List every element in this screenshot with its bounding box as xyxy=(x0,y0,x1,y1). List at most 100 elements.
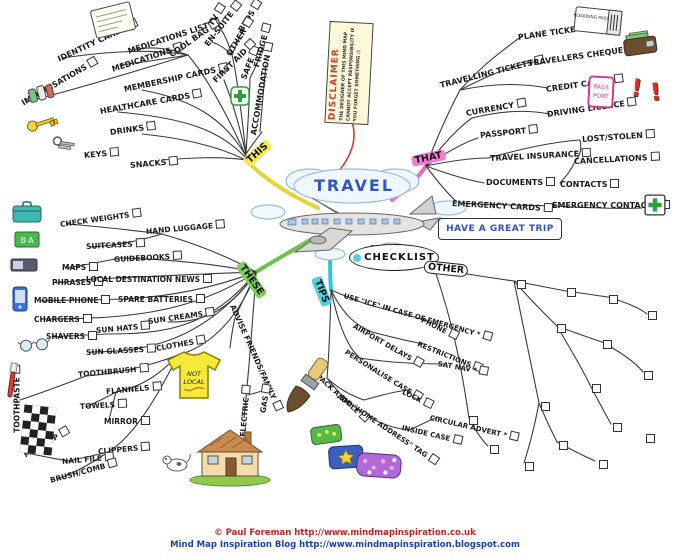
checkbox-icon xyxy=(168,155,179,166)
checkbox-icon xyxy=(146,120,157,131)
item-label: MIRROR xyxy=(104,417,138,426)
case-polka-icon xyxy=(355,448,403,479)
central-topic: TRAVEL xyxy=(313,176,395,195)
item-label: DOCUMENTS xyxy=(486,178,544,187)
mindmap-item-these: MAPS xyxy=(62,262,99,272)
keys-icon xyxy=(49,134,79,156)
checkbox-icon xyxy=(192,88,203,99)
item-label: MOBILE PHONE xyxy=(34,296,99,305)
copyright-line: © Paul Foreman http://www.mindmapinspira… xyxy=(214,528,476,538)
mindmap-item-these: LOCAL DESTINATION NEWS xyxy=(86,274,212,284)
passport-text-line1: PASS xyxy=(594,84,609,92)
emergency-cross-icon xyxy=(644,194,666,216)
mindmap-item-these: SPARE BATTERIES xyxy=(118,294,206,304)
checkbox-icon xyxy=(117,398,128,409)
checkbox-icon xyxy=(557,324,566,333)
glasses-icon xyxy=(17,337,50,353)
disclaimer-note: DISCLAIMER THE DESIGNER OF THIS MIND MAP… xyxy=(324,20,374,126)
checkbox-icon xyxy=(195,334,207,345)
toothbrush-icon xyxy=(4,361,21,398)
item-label: MAPS xyxy=(62,263,87,272)
case-star-icon xyxy=(327,442,365,470)
mindmap-item-these: PHRASES xyxy=(52,277,104,287)
blog-credit-line: Mind Map Inspiration Blog http://www.min… xyxy=(170,540,520,550)
checkbox-icon xyxy=(528,123,539,134)
checkbox-icon xyxy=(240,384,251,395)
key-icon xyxy=(25,111,60,134)
checkbox-icon xyxy=(613,423,622,432)
checkbox-icon xyxy=(140,441,151,452)
dog-icon xyxy=(162,452,192,474)
item-label: EMERGENCY CONTACTS xyxy=(552,201,658,210)
checkbox-icon xyxy=(138,362,149,373)
checkbox-icon xyxy=(101,295,111,304)
checkbox-icon xyxy=(644,371,653,380)
item-label: CONTACTS xyxy=(560,180,608,189)
exclamation-icon: ! xyxy=(648,77,663,107)
checkbox-icon xyxy=(613,73,624,84)
checkbox-icon xyxy=(515,97,527,108)
item-label: SPARE BATTERIES xyxy=(118,295,194,304)
checkbox-icon xyxy=(546,177,556,186)
checkbox-icon xyxy=(131,207,142,218)
checklist-label: CHECKLIST xyxy=(364,252,435,263)
checkbox-icon xyxy=(541,402,550,411)
checkbox-icon xyxy=(490,445,499,454)
great-trip-banner: HAVE A GREAT TRIP xyxy=(438,218,562,240)
checkbox-icon xyxy=(559,441,568,450)
paintbrush-icon xyxy=(280,357,334,416)
checkbox-icon xyxy=(203,274,212,283)
checkbox-icon xyxy=(262,41,274,53)
checkbox-icon xyxy=(610,179,620,188)
mindmap-item-these: CHARGERS xyxy=(34,314,92,324)
item-label: LOCAL DESTINATION NEWS xyxy=(86,275,200,284)
mindmap-item-that: CONTACTS xyxy=(560,179,620,189)
disclaimer-body: THE DESIGNER OF THIS MIND MAP CANNOT ACC… xyxy=(339,27,362,122)
checkbox-icon xyxy=(106,457,118,469)
checkbox-icon xyxy=(599,460,608,469)
wallet-icon xyxy=(621,30,660,59)
mobile-phone-icon xyxy=(12,286,28,312)
checkbox-icon xyxy=(215,219,226,229)
checkbox-icon xyxy=(109,146,120,157)
phrasebook-label: B·A xyxy=(20,236,34,245)
boarding-pass-icon: BOARDING PASS xyxy=(573,6,623,37)
disclaimer-string xyxy=(337,121,355,173)
checkbox-icon xyxy=(650,151,660,161)
guidebook-icon xyxy=(10,257,38,273)
checkbox-icon xyxy=(88,331,98,340)
mindmap-item-that: DOCUMENTS xyxy=(486,177,556,187)
checkered-towel-icon xyxy=(19,404,57,456)
checkbox-icon xyxy=(89,262,99,271)
checkbox-icon xyxy=(135,237,145,248)
checkbox-icon xyxy=(648,311,657,320)
item-label: SHAVERS xyxy=(46,332,86,341)
checkbox-icon xyxy=(172,250,183,260)
checkbox-icon xyxy=(479,365,490,376)
notepad-icon xyxy=(89,0,137,39)
cyan-scribble-icon xyxy=(353,253,362,262)
phrasebook-icon: B·A xyxy=(14,231,40,248)
checkbox-icon xyxy=(646,434,655,443)
checkbox-icon xyxy=(525,462,534,471)
checkbox-icon xyxy=(82,314,92,323)
checkbox-icon xyxy=(592,384,601,393)
vials-icon xyxy=(26,81,56,105)
airplane-icon xyxy=(279,195,442,253)
checkbox-icon xyxy=(603,340,612,349)
checkbox-icon xyxy=(151,381,162,391)
checkbox-icon xyxy=(517,280,526,289)
checkbox-icon xyxy=(260,21,272,33)
checkbox-icon xyxy=(94,277,104,286)
mindmap-item-these: SHAVERS xyxy=(46,331,98,341)
boarding-pass-label: BOARDING PASS xyxy=(573,12,610,22)
checkbox-icon xyxy=(205,306,216,317)
mindmap-item-these: MIRROR xyxy=(104,416,150,426)
tshirt-text-line2: LOCAL xyxy=(183,378,205,386)
passport-text-line2: PORT xyxy=(593,93,609,101)
house-icon xyxy=(188,424,272,487)
tshirt-text-line1: NOT xyxy=(187,370,202,378)
item-label: TOWELS xyxy=(79,400,116,411)
